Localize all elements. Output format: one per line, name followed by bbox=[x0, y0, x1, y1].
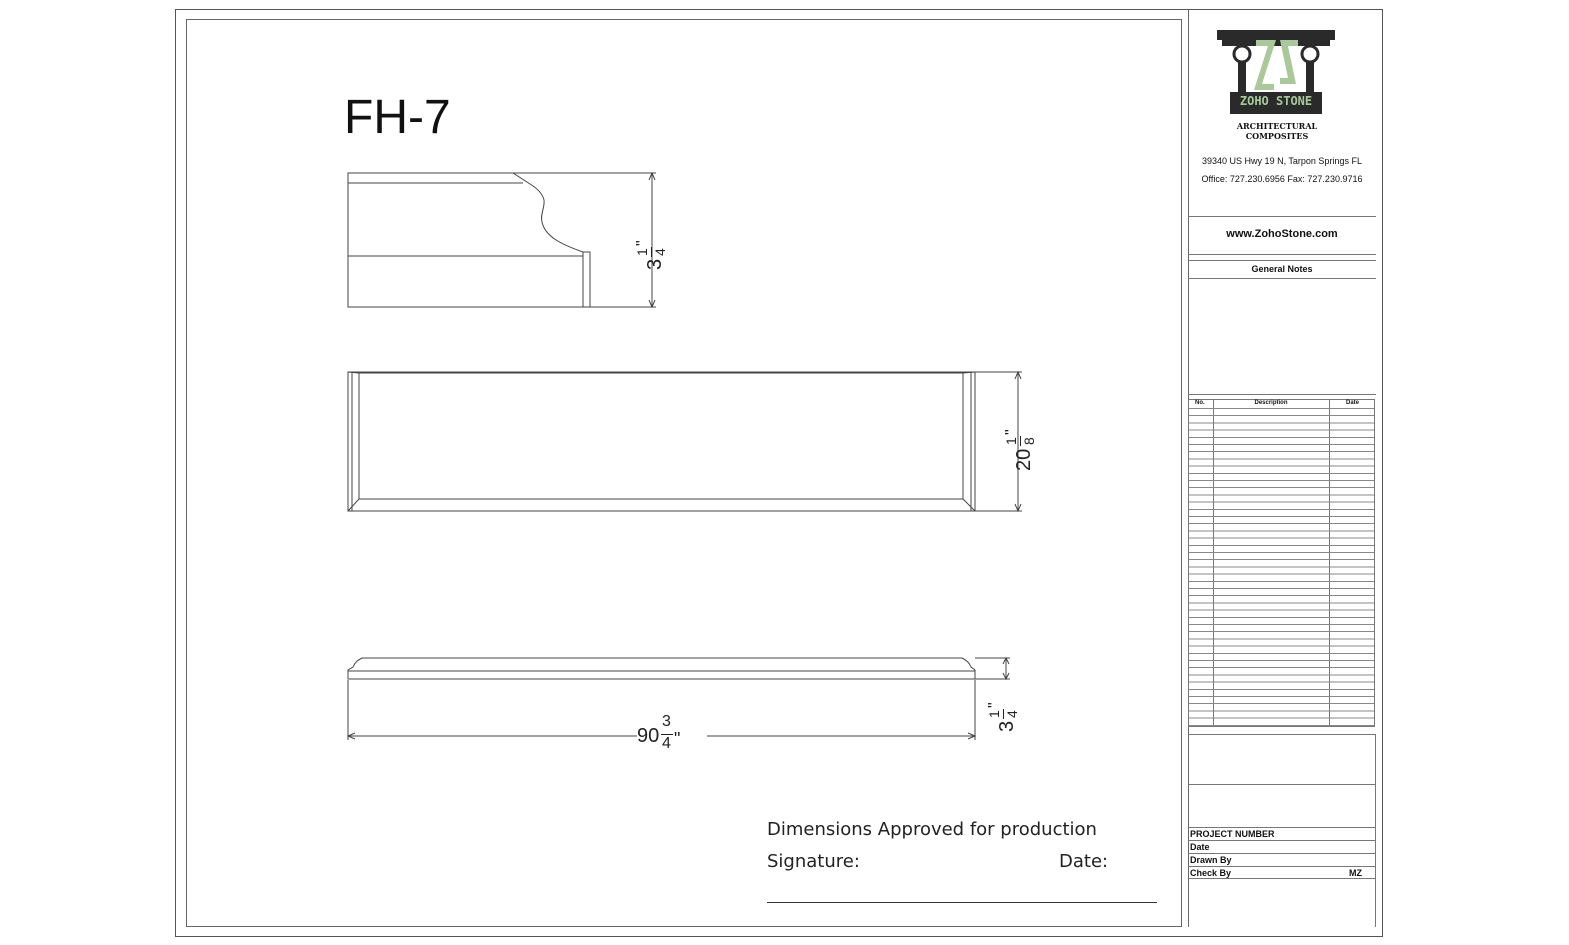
divider bbox=[1188, 734, 1376, 735]
dim-denominator: 4 bbox=[662, 735, 671, 752]
project-number-label: PROJECT NUMBER bbox=[1190, 829, 1275, 839]
fraction-bar bbox=[661, 734, 673, 735]
profile-view bbox=[347, 171, 656, 309]
divider bbox=[1188, 254, 1376, 255]
divider bbox=[1188, 853, 1376, 854]
company-address: 39340 US Hwy 19 N, Tarpon Springs FL bbox=[1202, 156, 1362, 166]
drawing-title: FH-7 bbox=[344, 91, 451, 144]
revision-col-no: No. bbox=[1195, 400, 1205, 406]
dim-whole: 20 bbox=[1013, 448, 1035, 471]
revision-col-date: Date bbox=[1345, 400, 1359, 406]
dim-whole: 3 bbox=[996, 720, 1018, 732]
dim-numerator: 1 bbox=[986, 710, 1002, 718]
logo-tagline: ARCHITECTURAL COMPOSITES bbox=[1236, 121, 1318, 141]
check-by-value: MZ bbox=[1349, 868, 1362, 878]
project-date-label: Date bbox=[1190, 842, 1210, 852]
dim-unit: " bbox=[634, 240, 651, 246]
drawing-area-border bbox=[186, 19, 1182, 927]
divider bbox=[1188, 260, 1376, 261]
drawing-sheet-border bbox=[175, 9, 1383, 937]
divider bbox=[1188, 216, 1376, 217]
dim-denominator: 4 bbox=[1004, 710, 1020, 718]
dim-unit: " bbox=[674, 729, 681, 749]
divider bbox=[1188, 827, 1376, 828]
divider bbox=[1188, 278, 1376, 279]
front-length-dimension: 90 3 4 " bbox=[637, 713, 707, 759]
top-view bbox=[347, 370, 1022, 513]
drawn-by-label: Drawn By bbox=[1190, 855, 1232, 865]
profile-height-dimension: 3 1 4 " bbox=[634, 214, 674, 274]
logo-company-name: ZOHO STONE bbox=[1239, 94, 1313, 108]
general-notes-heading: General Notes bbox=[1251, 264, 1313, 274]
dim-unit: " bbox=[1003, 429, 1020, 435]
signature-label: Signature: bbox=[767, 851, 860, 872]
signature-line[interactable] bbox=[767, 902, 1157, 903]
general-notes-area[interactable] bbox=[1188, 279, 1376, 394]
revision-col-description: Description bbox=[1254, 400, 1288, 406]
zoho-stone-logo: ZOHO STONE bbox=[1216, 28, 1336, 116]
approval-date-label: Date: bbox=[1059, 851, 1109, 872]
divider bbox=[1188, 866, 1376, 867]
divider bbox=[1188, 784, 1376, 785]
logo-graphic bbox=[1217, 30, 1335, 114]
revision-table: No. Description Date bbox=[1188, 399, 1375, 727]
dim-whole: 90 bbox=[637, 725, 660, 747]
company-website[interactable]: www.ZohoStone.com bbox=[1226, 228, 1338, 240]
front-height-dimension: 3 1 4 " bbox=[986, 676, 1026, 736]
divider bbox=[1375, 734, 1376, 927]
dim-whole: 3 bbox=[644, 258, 666, 270]
approval-heading: Dimensions Approved for production bbox=[767, 819, 1097, 840]
divider bbox=[1188, 878, 1376, 879]
dim-denominator: 4 bbox=[652, 248, 668, 256]
dim-unit: " bbox=[986, 702, 1003, 708]
dim-numerator: 1 bbox=[1003, 437, 1019, 445]
revision-rows[interactable] bbox=[1189, 408, 1374, 726]
dim-numerator: 1 bbox=[634, 248, 650, 256]
top-width-dimension: 20 1 8 " bbox=[1003, 405, 1043, 475]
company-phone: Office: 727.230.6956 Fax: 727.230.9716 bbox=[1201, 174, 1363, 184]
divider bbox=[1188, 840, 1376, 841]
dim-numerator: 3 bbox=[662, 713, 671, 730]
dim-denominator: 8 bbox=[1021, 437, 1037, 445]
divider bbox=[1188, 394, 1376, 395]
check-by-label: Check By bbox=[1190, 868, 1232, 878]
